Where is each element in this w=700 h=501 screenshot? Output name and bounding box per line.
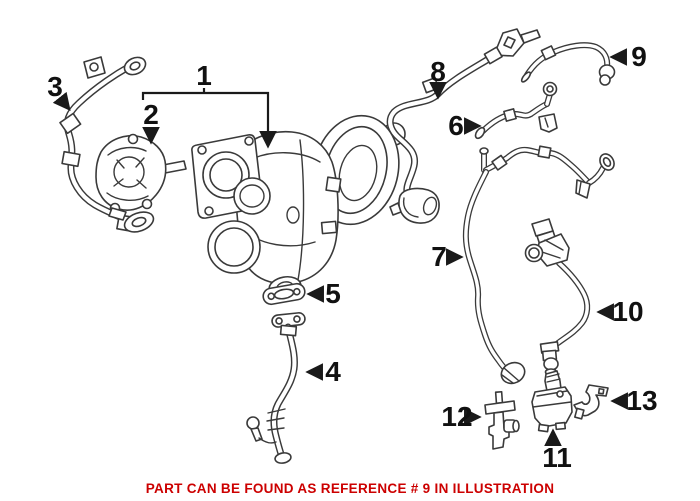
callout-label-3: 3 xyxy=(47,71,63,102)
callout-arrows xyxy=(52,48,628,446)
part-12-bracket-drawing xyxy=(484,391,520,450)
part-13-retaining-strap-drawing xyxy=(573,384,609,420)
part-2-vacuum-pump-drawing xyxy=(95,133,187,221)
part-9-vent-hose-drawing xyxy=(520,45,616,86)
part-4-oil-return-pipe-drawing xyxy=(246,312,306,464)
part-6-connector-hose-drawing xyxy=(474,81,558,140)
callout-label-11: 11 xyxy=(542,442,572,473)
callout-label-13: 13 xyxy=(626,385,658,416)
callout-label-1: 1 xyxy=(196,60,212,91)
caption-text: PART CAN BE FOUND AS REFERENCE # 9 IN IL… xyxy=(145,481,555,496)
callout-arrow-3 xyxy=(52,91,71,112)
part-7-coolant-pipe-drawing xyxy=(466,145,615,385)
callout-bracket-1 xyxy=(141,88,268,146)
callout-label-9: 9 xyxy=(631,41,647,72)
callout-label-6: 6 xyxy=(448,110,464,141)
callout-label-8: 8 xyxy=(430,56,446,87)
part-1-turbocharger-drawing xyxy=(191,114,406,299)
callout-label-12: 12 xyxy=(441,401,473,432)
callout-label-5: 5 xyxy=(325,278,341,309)
callout-label-10: 10 xyxy=(612,296,644,327)
callout-label-2: 2 xyxy=(143,99,159,130)
part-11-aux-water-pump-drawing xyxy=(531,368,573,433)
callout-label-4: 4 xyxy=(325,356,341,387)
part-10-quick-connect-hose-drawing xyxy=(524,218,588,371)
part-8-coolant-hose-drawing xyxy=(390,28,541,224)
part-5-gasket-drawing xyxy=(262,282,306,306)
callout-label-7: 7 xyxy=(431,241,447,272)
